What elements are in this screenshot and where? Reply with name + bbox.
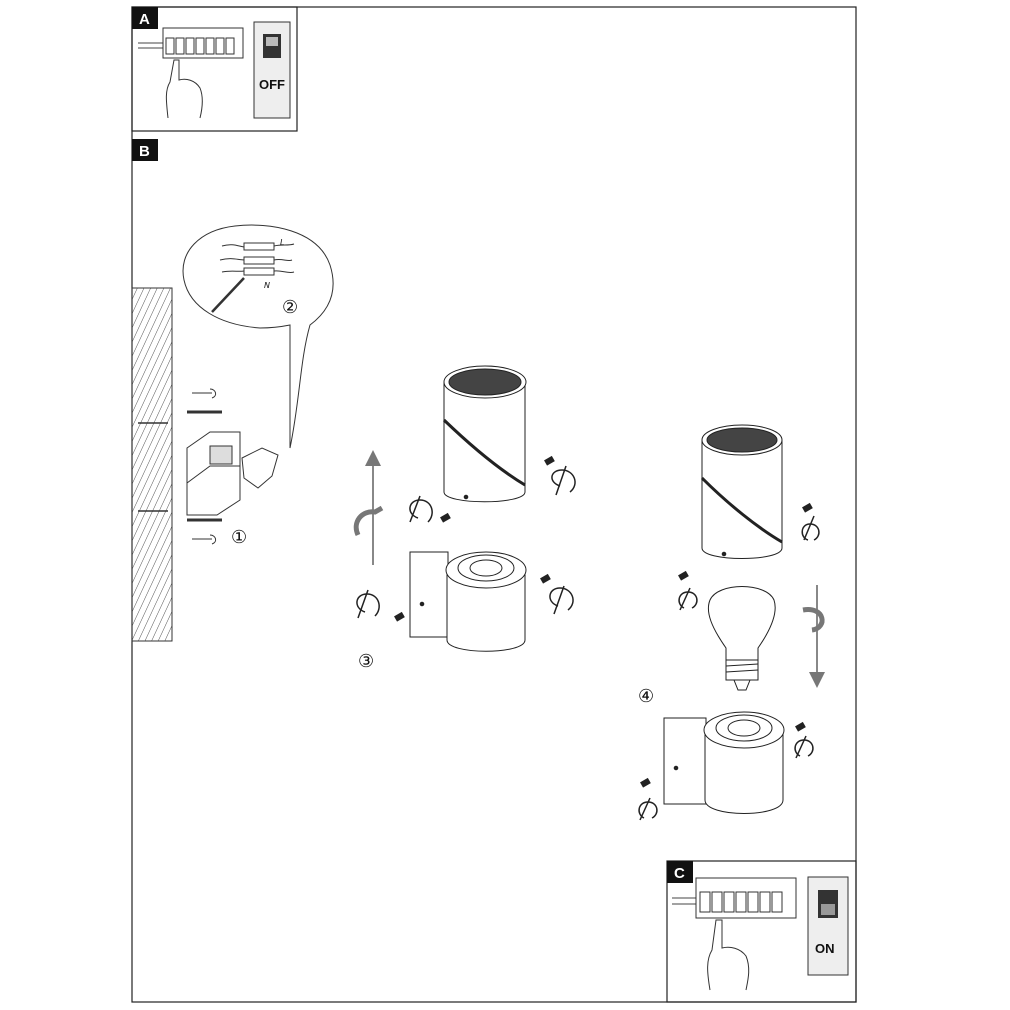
panel-a: A OFF: [131, 6, 298, 132]
mounting-bracket: [186, 431, 279, 516]
panel-b-label: B: [139, 143, 150, 160]
step-1-number: ①: [231, 527, 247, 548]
panel-c: C ON: [666, 860, 857, 1003]
lamp-cover-cylinder: [442, 365, 527, 503]
set-screw-icon: [640, 502, 813, 788]
rotate-arrow: [802, 607, 825, 633]
switch-state-off: OFF: [259, 77, 285, 92]
screw-icon: [138, 388, 222, 545]
step-4-number: ④: [638, 686, 654, 707]
hand-icon: [707, 919, 750, 991]
breaker-strip-icon: [138, 27, 244, 59]
panel-c-label-box: [667, 861, 693, 883]
light-bulb-icon: [707, 586, 776, 691]
panel-b-label-box: [132, 139, 158, 161]
panel-c-frame: [666, 860, 857, 1003]
panel-a-label-box: [132, 7, 158, 29]
terminal-neutral-label: N: [264, 281, 270, 290]
breaker-strip-icon: [672, 877, 797, 919]
switch-state-on: ON: [815, 941, 835, 956]
lamp-cover-cylinder: [700, 424, 783, 559]
panel-c-label: C: [674, 865, 685, 882]
set-screw-icon: [394, 455, 555, 622]
panel-a-label: A: [139, 11, 150, 28]
terminal-live-label: L: [280, 238, 284, 247]
panel-a-frame: [131, 6, 298, 132]
hand-icon: [165, 59, 203, 119]
wiring-detail-bubble: L N ②: [182, 224, 334, 449]
screwdriver-symbol-icon: [638, 515, 820, 821]
step-3-number: ③: [358, 651, 374, 672]
step-2-number: ②: [282, 297, 298, 318]
lamp-base-housing: [663, 711, 785, 814]
wall: [131, 287, 173, 642]
lamp-base-housing: [409, 551, 527, 652]
rotate-arrow: [353, 505, 384, 537]
screwdriver-symbol-icon: [356, 465, 576, 619]
